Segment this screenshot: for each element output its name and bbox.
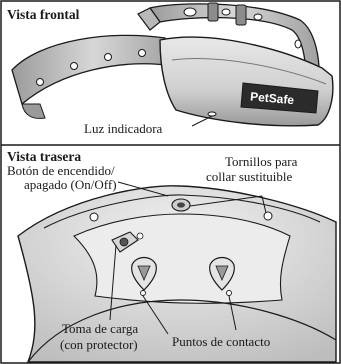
strap-hole	[294, 39, 302, 49]
strap-end	[21, 103, 46, 119]
strap-hole	[183, 7, 197, 17]
receiver-rim	[43, 194, 321, 229]
charging-leader	[109, 244, 117, 321]
contact-point-left	[131, 256, 157, 296]
power-button-label-line2: apagado (On/Off)	[24, 177, 117, 192]
brand-logo-text: PetSafe	[250, 89, 295, 107]
charging-jack-label-line1: Toma de carga	[62, 321, 138, 336]
strap-hole	[36, 78, 44, 86]
petsafe-logo: PetSafe	[240, 82, 319, 114]
strap-bottom-edge	[27, 299, 337, 363]
front-title-bg	[3, 4, 97, 24]
contact-point-right	[209, 256, 235, 296]
screws-leader	[189, 195, 263, 207]
front-view: PetSafe	[11, 2, 334, 127]
charging-jack-label-line2: (con protector)	[60, 337, 138, 352]
strap-hole	[138, 49, 146, 57]
screws-label-line2: collar sustituible	[206, 169, 293, 184]
buckle	[137, 7, 161, 31]
strap-hole	[221, 8, 231, 16]
receiver-back-panel	[73, 213, 291, 304]
collar-strap-front	[11, 34, 176, 106]
screw	[89, 212, 99, 222]
indicator-light-label: Luz indicadora	[84, 121, 163, 136]
power-button-leader	[117, 181, 169, 197]
screw	[263, 211, 273, 221]
screws-leader-2	[261, 195, 267, 214]
contact-leader-left	[142, 295, 169, 335]
strap-hole	[104, 53, 112, 61]
contact-points-label: Puntos de contacto	[172, 334, 270, 349]
back-view-title: Vista trasera	[7, 149, 81, 164]
indicator-light	[207, 111, 217, 117]
contact-prong	[207, 2, 219, 22]
screws-label-line1: Tornillos para	[225, 154, 298, 169]
contact-leader-right	[228, 295, 237, 331]
strap-hole	[70, 62, 78, 70]
strap-hole	[253, 13, 263, 21]
back-view	[17, 181, 337, 363]
charging-jack	[111, 231, 144, 253]
power-button-label-line1: Botón de encendido/	[7, 163, 115, 178]
power-button	[171, 198, 191, 212]
indicator-leader-line	[191, 115, 213, 127]
receiver-edge	[171, 58, 327, 85]
contact-prong	[235, 4, 247, 26]
front-view-title: Vista frontal	[7, 7, 80, 22]
